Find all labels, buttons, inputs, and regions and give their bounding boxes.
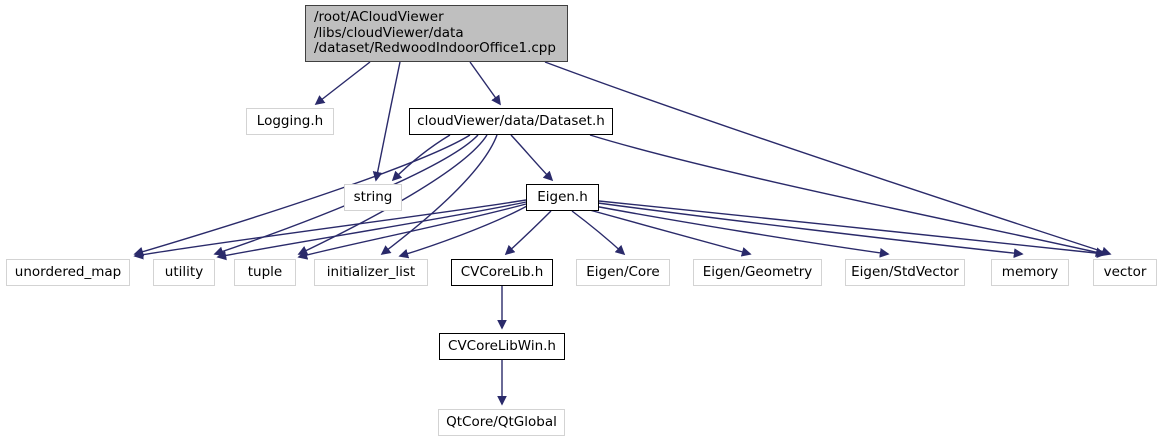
graph-node-logging[interactable]: Logging.h	[246, 108, 334, 135]
graph-node-root[interactable]: /root/ACloudViewer /libs/cloudViewer/dat…	[305, 5, 568, 62]
graph-node-label: Eigen.h	[537, 188, 588, 205]
graph-edge	[510, 134, 554, 182]
graph-node-eigen_stdvector[interactable]: Eigen/StdVector	[845, 259, 965, 286]
graph-node-eigen_geometry[interactable]: Eigen/Geometry	[693, 259, 822, 286]
graph-edge	[593, 205, 890, 258]
graph-edge	[398, 205, 528, 259]
graph-node-label: memory	[1001, 263, 1059, 280]
graph-edge	[133, 199, 527, 260]
graph-edge	[372, 61, 401, 182]
graph-node-label: /root/ACloudViewer /libs/cloudViewer/dat…	[314, 9, 556, 57]
graph-node-unordered_map[interactable]: unordered_map	[6, 259, 130, 286]
graph-edge	[544, 61, 1112, 257]
graph-edge	[297, 134, 488, 255]
graph-node-initializer_list[interactable]: initializer_list	[314, 259, 428, 286]
graph-edge	[297, 203, 527, 260]
graph-edge	[314, 61, 371, 106]
graph-node-label: string	[353, 188, 393, 205]
graph-edge	[469, 61, 501, 106]
graph-node-eigen_h[interactable]: Eigen.h	[526, 184, 599, 211]
graph-node-label: CVCoreLibWin.h	[448, 337, 556, 354]
graph-edge	[133, 134, 471, 257]
graph-edge	[504, 210, 552, 256]
graph-edge	[391, 134, 451, 182]
edges-group	[133, 61, 1112, 406]
graph-node-dataset[interactable]: cloudViewer/data/Dataset.h	[409, 108, 613, 135]
graph-edge	[216, 201, 527, 261]
graph-node-label: initializer_list	[326, 263, 416, 280]
graph-edge	[571, 210, 626, 256]
graph-node-label: QtCore/QtGlobal	[446, 413, 557, 430]
graph-node-label: Eigen/StdVector	[851, 263, 959, 280]
graph-node-label: vector	[1103, 263, 1147, 280]
graph-node-tuple[interactable]: tuple	[234, 259, 296, 286]
graph-node-cvcorelibwin[interactable]: CVCoreLibWin.h	[439, 333, 565, 360]
graph-edge	[585, 208, 752, 257]
graph-node-label: utility	[164, 263, 204, 280]
graph-node-label: CVCoreLib.h	[460, 263, 544, 280]
graph-node-label: cloudViewer/data/Dataset.h	[417, 112, 605, 129]
graph-node-cvcorelib[interactable]: CVCoreLib.h	[451, 259, 553, 286]
graph-edge	[589, 134, 1106, 257]
graph-node-qtglobal[interactable]: QtCore/QtGlobal	[438, 409, 565, 436]
graph-node-label: Eigen/Geometry	[702, 263, 813, 280]
graph-node-string[interactable]: string	[344, 184, 402, 211]
graph-node-eigen_core[interactable]: Eigen/Core	[576, 259, 670, 286]
graph-node-label: Logging.h	[256, 112, 324, 129]
graph-node-label: unordered_map	[14, 263, 122, 280]
graph-node-label: Eigen/Core	[586, 263, 660, 280]
graph-edge	[598, 200, 1107, 259]
graph-node-memory[interactable]: memory	[991, 259, 1069, 286]
graph-edge	[380, 134, 498, 255]
graph-node-utility[interactable]: utility	[153, 259, 215, 286]
graph-edge	[597, 202, 1024, 259]
graph-node-label: tuple	[247, 263, 283, 280]
graph-node-vector[interactable]: vector	[1093, 259, 1157, 286]
